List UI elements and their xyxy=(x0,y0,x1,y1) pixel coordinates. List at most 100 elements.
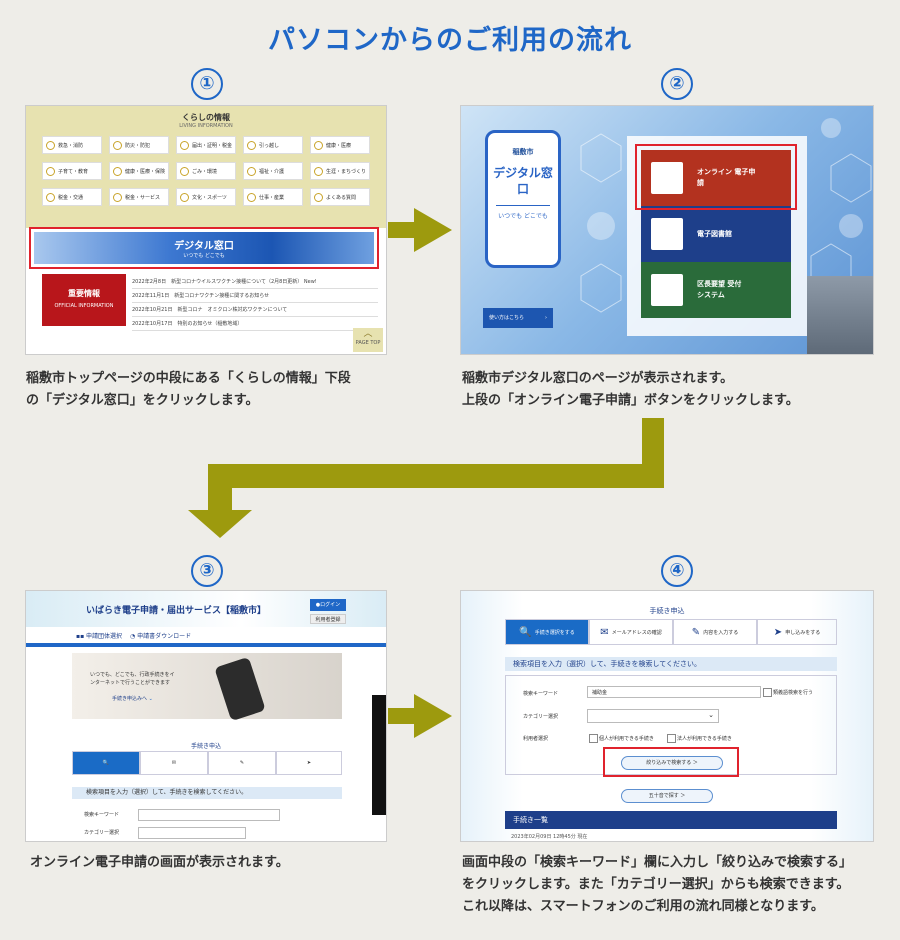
city-logo: 稲敷市 xyxy=(512,148,534,156)
synonym-label: 類義語検索を行う xyxy=(773,690,814,696)
living-info-heading: くらしの情報 xyxy=(182,113,230,122)
e-library-button[interactable]: 電子図書館 xyxy=(641,206,791,262)
login-button[interactable]: ●ログイン xyxy=(310,599,346,611)
send-icon: ➤ xyxy=(773,626,783,638)
arrow-elbow xyxy=(188,418,664,538)
category-tile[interactable]: 健康・医療 xyxy=(310,136,370,154)
synonym-checkbox[interactable] xyxy=(763,688,772,697)
step-number-2: ② xyxy=(661,68,693,100)
header-divider xyxy=(26,643,386,647)
category-tile[interactable]: 防災・防犯 xyxy=(109,136,169,154)
category-icon xyxy=(247,166,256,176)
howto-button[interactable]: 使い方はこちら› xyxy=(483,308,553,328)
step-number-1: ① xyxy=(191,68,223,100)
category-tile[interactable]: 引っ越し xyxy=(243,136,303,154)
important-info-block[interactable]: 重要情報 OFFICIAL INFORMATION xyxy=(42,274,126,326)
search-instruction: 検索項目を入力（選択）して、手続きを検索してください。 xyxy=(505,657,837,671)
chevron-right-icon: › xyxy=(545,315,547,321)
section-title: 手続き申込 xyxy=(649,607,685,615)
step2-description: 稲敷市デジタル窓口のページが表示されます。 上段の「オンライン電子申請」ボタンを… xyxy=(462,371,799,408)
step4-description: 画面中段の「検索キーワード」欄に入力し「絞り込みで検索する」 をクリックします。… xyxy=(462,855,853,914)
category-tile[interactable]: よくある質問 xyxy=(310,188,370,206)
category-icon xyxy=(180,192,189,202)
screenshot-online-application: いばらき電子申請・届出サービス【稲敷市】 ●ログイン 利用者登録 ▪▪ 申請団体… xyxy=(25,590,387,842)
category-tile[interactable]: 救急・消防 xyxy=(42,136,102,154)
people-icon: ▪▪ xyxy=(76,633,87,640)
step-mail: ✉メールアドレスの確認 xyxy=(589,619,673,645)
step1-description: 稲敷市トップページの中段にある「くらしの情報」下段 の「デジタル窓口」をクリック… xyxy=(26,371,351,408)
building-image xyxy=(807,276,873,354)
category-tile[interactable]: 税金・交通 xyxy=(42,188,102,206)
page-top-button[interactable]: ︿ PAGE TOP xyxy=(353,328,383,352)
kana-search-button[interactable]: 五十音で探す ＞ xyxy=(621,789,713,803)
category-select[interactable] xyxy=(138,827,246,839)
digital-window-banner[interactable]: デジタル窓口 いつでも どこでも xyxy=(34,232,374,264)
book-icon xyxy=(651,218,683,250)
keyword-input[interactable]: 補助金 xyxy=(587,686,761,698)
step-number-4: ④ xyxy=(661,555,693,587)
category-tile[interactable]: 生涯・まちづくり xyxy=(310,162,370,180)
arrow-right-1 xyxy=(388,208,452,252)
news-item[interactable]: 2022年2月8日 新型コロナウイルスワクチン接種について（2月8日更新） Ne… xyxy=(132,276,378,289)
page-title: パソコンからのご利用の流れ xyxy=(268,25,632,56)
category-tile[interactable]: 税金・サービス xyxy=(109,188,169,206)
category-icon xyxy=(113,140,122,150)
category-label: カテゴリー選択 xyxy=(523,714,559,720)
keyword-label: 検索キーワード xyxy=(84,812,120,818)
category-tile[interactable]: 文化・スポーツ xyxy=(176,188,236,206)
important-label: 重要情報 xyxy=(68,289,100,298)
tab-download[interactable]: ◔ 申請書ダウンロード xyxy=(130,633,192,640)
smartphone-image xyxy=(214,656,266,722)
category-select[interactable]: ⌄ xyxy=(587,709,719,723)
step-apply: ➤申し込みをする xyxy=(757,619,837,645)
tab-organization[interactable]: ▪▪ 申請団体選択 xyxy=(76,633,123,640)
category-icon xyxy=(180,140,189,150)
step-number-3: ③ xyxy=(191,555,223,587)
individual-checkbox[interactable] xyxy=(589,734,598,743)
category-tile[interactable]: ごみ・環境 xyxy=(176,162,236,180)
category-tile[interactable]: 届出・証明・税金 xyxy=(176,136,236,154)
news-item[interactable]: 2022年10月21日 新型コロナ オミクロン株対応ワクチンについて xyxy=(132,304,378,317)
step-select: 🔍手続き選択をする xyxy=(505,619,589,645)
section-title: 手続き申込 xyxy=(190,743,221,750)
news-item[interactable]: 2022年11月1日 新型コロナワクチン接種に関するお知らせ xyxy=(132,290,378,303)
important-sub: OFFICIAL INFORMATION xyxy=(54,303,114,309)
category-icon xyxy=(314,140,323,150)
list-timestamp: 2023年02月09日 12時45分 現在 xyxy=(511,834,588,840)
corporate-label: 法人が利用できる手続き xyxy=(677,736,732,742)
category-grid: 救急・消防 防災・防犯 届出・証明・税金 引っ越し 健康・医療 子育て・教育 健… xyxy=(42,136,372,206)
step3-description: オンライン電子申請の画面が表示されます。 xyxy=(30,855,289,870)
download-icon: ◔ xyxy=(130,633,138,640)
keyword-input[interactable] xyxy=(138,809,280,821)
progress-steps: 🔍 ✉ ✎ ➤ xyxy=(72,751,342,775)
category-icon xyxy=(314,166,323,176)
digital-window-title: デジタル窓口 xyxy=(493,166,553,196)
banner-sub: いつでも どこでも xyxy=(183,253,225,259)
side-toolbar[interactable] xyxy=(372,695,386,815)
mail-icon: ✉ xyxy=(600,626,609,638)
category-tile[interactable]: 健康・医療・保険 xyxy=(109,162,169,180)
chevron-up-icon: ︿ xyxy=(363,329,373,339)
news-item[interactable]: 2022年10月17日 特別のお知らせ（稲敷地域） xyxy=(132,318,378,331)
living-info-subheading: LIVING INFORMATION xyxy=(179,123,233,129)
hero-button[interactable]: 手続き申込みへ ⌄ xyxy=(112,696,153,702)
register-button[interactable]: 利用者登録 xyxy=(310,614,346,624)
step-select: 🔍 xyxy=(72,751,140,775)
edit-document-icon xyxy=(651,162,683,194)
request-system-button[interactable]: 区長要望 受付システム xyxy=(641,262,791,318)
individual-label: 個人が利用できる手続き xyxy=(599,736,654,742)
person-board-icon xyxy=(651,274,683,306)
online-application-button[interactable]: オンライン 電子申請 xyxy=(641,150,791,206)
filter-search-button[interactable]: 絞り込みで検索する ＞ xyxy=(621,756,723,770)
progress-steps: 🔍手続き選択をする ✉メールアドレスの確認 ✎内容を入力する ➤申し込みをする xyxy=(505,619,837,645)
category-icon xyxy=(180,166,189,176)
category-tile[interactable]: 子育て・教育 xyxy=(42,162,102,180)
step-input: ✎ xyxy=(208,751,276,775)
search-instruction: 検索項目を入力（選択）して、手続きを検索してください。 xyxy=(72,787,342,799)
category-tile[interactable]: 仕事・産業 xyxy=(243,188,303,206)
corporate-checkbox[interactable] xyxy=(667,734,676,743)
user-label: 利用者選択 xyxy=(523,736,549,742)
category-tile[interactable]: 福祉・介護 xyxy=(243,162,303,180)
digital-window-tagline: いつでも どこでも xyxy=(498,213,548,220)
